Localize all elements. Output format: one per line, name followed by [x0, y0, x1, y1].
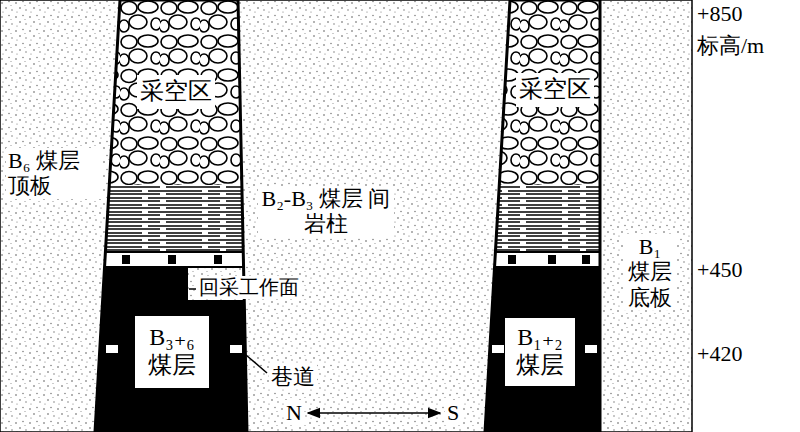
- node-text: B₃₊₆ 煤层: [143, 324, 201, 379]
- direction-label: N: [284, 400, 304, 425]
- coal-seam: [480, 268, 605, 432]
- roadway: [585, 345, 597, 353]
- strata-label: B₆ 煤层 顶板: [6, 148, 102, 199]
- band-mark: [168, 255, 176, 264]
- strata-label: B₂-B₃ 煤层 间岩柱: [258, 186, 394, 237]
- strata-label: 巷道: [269, 364, 317, 389]
- band-mark: [214, 255, 222, 264]
- seam-column-right: [480, 0, 605, 432]
- elevation-label: 标高/m: [697, 33, 764, 58]
- caved-strata: [90, 185, 260, 251]
- strata-label: 回采工作面: [197, 276, 301, 299]
- band-mark: [548, 255, 556, 264]
- seam-outline: [485, 0, 600, 432]
- roof-band: [90, 251, 260, 268]
- coal-seam-box: B₁₊₂ 煤层: [505, 318, 575, 386]
- elevation-label: +850: [697, 1, 742, 26]
- roadway: [106, 345, 118, 353]
- elevation-label: +450: [697, 257, 742, 282]
- node-text: 采空区: [140, 78, 212, 106]
- goaf-area: 采空区: [516, 73, 594, 107]
- leader-line: [246, 355, 267, 373]
- node-text: 采空区: [519, 76, 591, 104]
- goaf-area: 采空区: [137, 75, 215, 109]
- node-text: B₁₊₂ 煤层: [511, 324, 569, 379]
- seam-outline: [95, 0, 247, 432]
- leader-line: [189, 288, 196, 290]
- coal-seam-box: B₃₊₆ 煤层: [135, 316, 209, 388]
- roadway: [492, 345, 504, 353]
- rock-ground: [0, 0, 692, 432]
- strata-label: B₁ 煤层 底板: [624, 234, 676, 310]
- goaf-rubble: [480, 0, 605, 185]
- direction-arrow: [308, 412, 440, 414]
- seam-column-left: [90, 0, 260, 432]
- band-line: [90, 252, 260, 267]
- roof-band: [480, 251, 605, 268]
- band-mark: [508, 255, 516, 264]
- band-mark: [582, 255, 590, 264]
- elevation-label: +420: [697, 341, 742, 366]
- direction-label: S: [445, 400, 461, 425]
- band-line: [480, 252, 605, 267]
- band-mark: [122, 255, 130, 264]
- roadway: [230, 345, 242, 353]
